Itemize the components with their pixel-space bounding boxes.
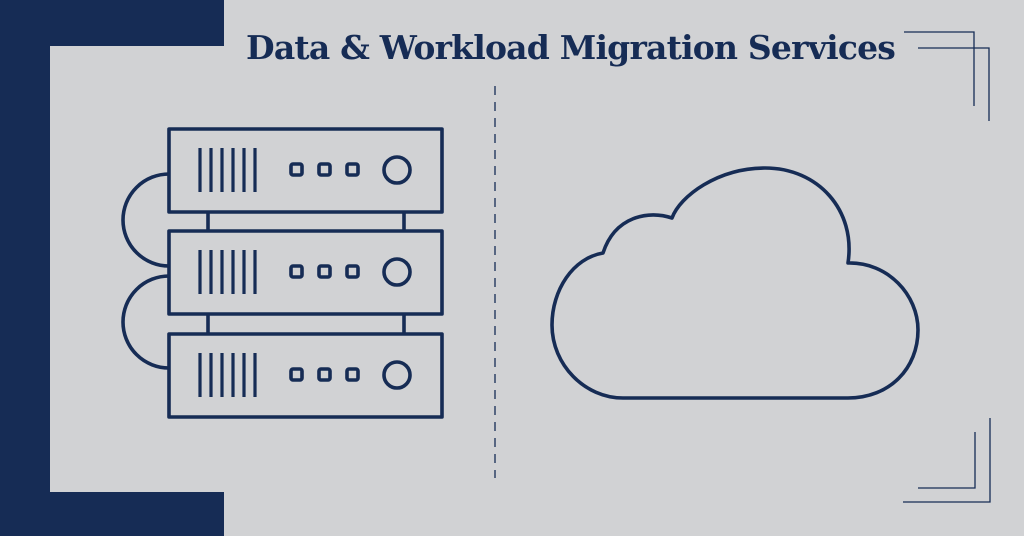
cloud-icon bbox=[550, 166, 920, 400]
server-unit-3 bbox=[167, 332, 444, 419]
corner-bracket-top-right bbox=[904, 31, 990, 121]
server-unit-1 bbox=[167, 127, 444, 214]
page-title: Data & Workload Migration Services bbox=[246, 28, 896, 67]
server-unit-2 bbox=[167, 229, 444, 316]
navy-frame-shape bbox=[0, 0, 224, 536]
corner-bracket-bottom-right bbox=[903, 418, 991, 503]
server-rack-icon bbox=[121, 127, 444, 419]
